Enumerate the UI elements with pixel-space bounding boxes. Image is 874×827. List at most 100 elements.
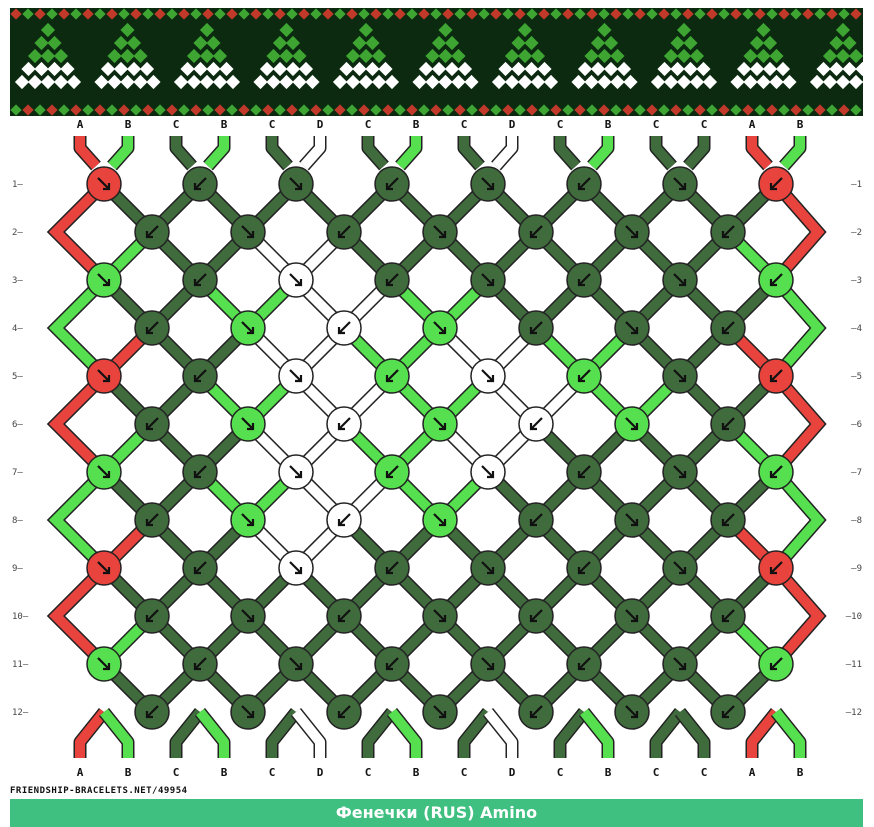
- knot: [519, 311, 553, 345]
- knot: [471, 551, 505, 585]
- knot: [327, 695, 361, 729]
- knot: [663, 647, 697, 681]
- string-top: [208, 136, 224, 166]
- row-number-left: 10—: [12, 612, 29, 622]
- knot: [759, 359, 793, 393]
- knot: [567, 647, 601, 681]
- string-label-top: D: [317, 118, 324, 131]
- knot: [87, 263, 121, 297]
- row-number-left: 1—: [12, 180, 23, 190]
- knot: [375, 263, 409, 297]
- knot: [759, 551, 793, 585]
- knot: [711, 215, 745, 249]
- string-label-top: D: [509, 118, 516, 131]
- knot: [327, 407, 361, 441]
- knot: [711, 599, 745, 633]
- knot: [423, 503, 457, 537]
- string-top: [592, 136, 608, 166]
- row-number-left: 5—: [12, 372, 23, 382]
- string-top: [656, 136, 672, 166]
- string-top: [688, 136, 704, 166]
- knot: [279, 359, 313, 393]
- knot: [183, 263, 217, 297]
- knot: [87, 551, 121, 585]
- knot: [231, 695, 265, 729]
- row-number-right: —11: [846, 660, 862, 670]
- row-number-left: 6—: [12, 420, 23, 430]
- row-number-left: 7—: [12, 468, 23, 478]
- knot: [423, 599, 457, 633]
- knot: [423, 407, 457, 441]
- knot: [231, 503, 265, 537]
- string-label-top: C: [173, 118, 180, 131]
- string-label-top: C: [461, 118, 468, 131]
- knot: [711, 407, 745, 441]
- row-number-right: —2: [851, 228, 862, 238]
- row-number-right: —10: [846, 612, 862, 622]
- knot: [183, 359, 217, 393]
- knot: [279, 263, 313, 297]
- knot: [279, 167, 313, 201]
- knot: [663, 455, 697, 489]
- knot: [135, 311, 169, 345]
- knot: [567, 263, 601, 297]
- knot: [519, 503, 553, 537]
- row-number-left: 11—: [12, 660, 29, 670]
- knot: [711, 311, 745, 345]
- row-number-right: —5: [851, 372, 862, 382]
- knot: [711, 695, 745, 729]
- knot: [663, 167, 697, 201]
- knot: [135, 503, 169, 537]
- string-label-bottom: C: [557, 766, 564, 779]
- knot: [615, 695, 649, 729]
- row-number-left: 12—: [12, 708, 29, 718]
- row-number-right: —9: [851, 564, 862, 574]
- string-top: [368, 136, 384, 166]
- row-number-right: —6: [851, 420, 862, 430]
- string-top: [560, 136, 576, 166]
- knot: [471, 167, 505, 201]
- string-label-top: B: [221, 118, 228, 131]
- string-top: [304, 136, 320, 166]
- knot: [183, 647, 217, 681]
- knot: [375, 647, 409, 681]
- row-number-left: 9—: [12, 564, 23, 574]
- knot: [375, 167, 409, 201]
- knot: [279, 551, 313, 585]
- friendship-bracelet-pattern: AABBCCBBCCDDCCBBCCDDCCBBCCCCAABB1——12——2…: [0, 0, 874, 800]
- source-url[interactable]: FRIENDSHIP-BRACELETS.NET/49954: [10, 786, 188, 796]
- knot: [231, 311, 265, 345]
- row-number-left: 8—: [12, 516, 23, 526]
- knot: [663, 359, 697, 393]
- knot: [183, 551, 217, 585]
- knot: [519, 695, 553, 729]
- string-label-top: C: [653, 118, 660, 131]
- knot: [567, 359, 601, 393]
- knot: [663, 263, 697, 297]
- knot: [423, 215, 457, 249]
- knot: [87, 167, 121, 201]
- string-top: [112, 136, 128, 166]
- knot: [471, 263, 505, 297]
- knot-grid: [87, 167, 793, 729]
- knot: [423, 311, 457, 345]
- knot: [87, 647, 121, 681]
- knot: [471, 359, 505, 393]
- row-number-right: —8: [851, 516, 862, 526]
- string-top: [176, 136, 192, 166]
- knot: [759, 167, 793, 201]
- knot: [615, 407, 649, 441]
- knot: [567, 167, 601, 201]
- row-number-left: 4—: [12, 324, 23, 334]
- string-top: [752, 136, 768, 166]
- preview-tree-pixel: [862, 75, 874, 89]
- knot: [87, 359, 121, 393]
- string-label-top: C: [701, 118, 708, 131]
- string-top: [400, 136, 416, 166]
- string-label-bottom: B: [221, 766, 228, 779]
- string-top: [464, 136, 480, 166]
- knot: [759, 263, 793, 297]
- knot: [423, 695, 457, 729]
- knot: [711, 503, 745, 537]
- row-number-right: —1: [851, 180, 862, 190]
